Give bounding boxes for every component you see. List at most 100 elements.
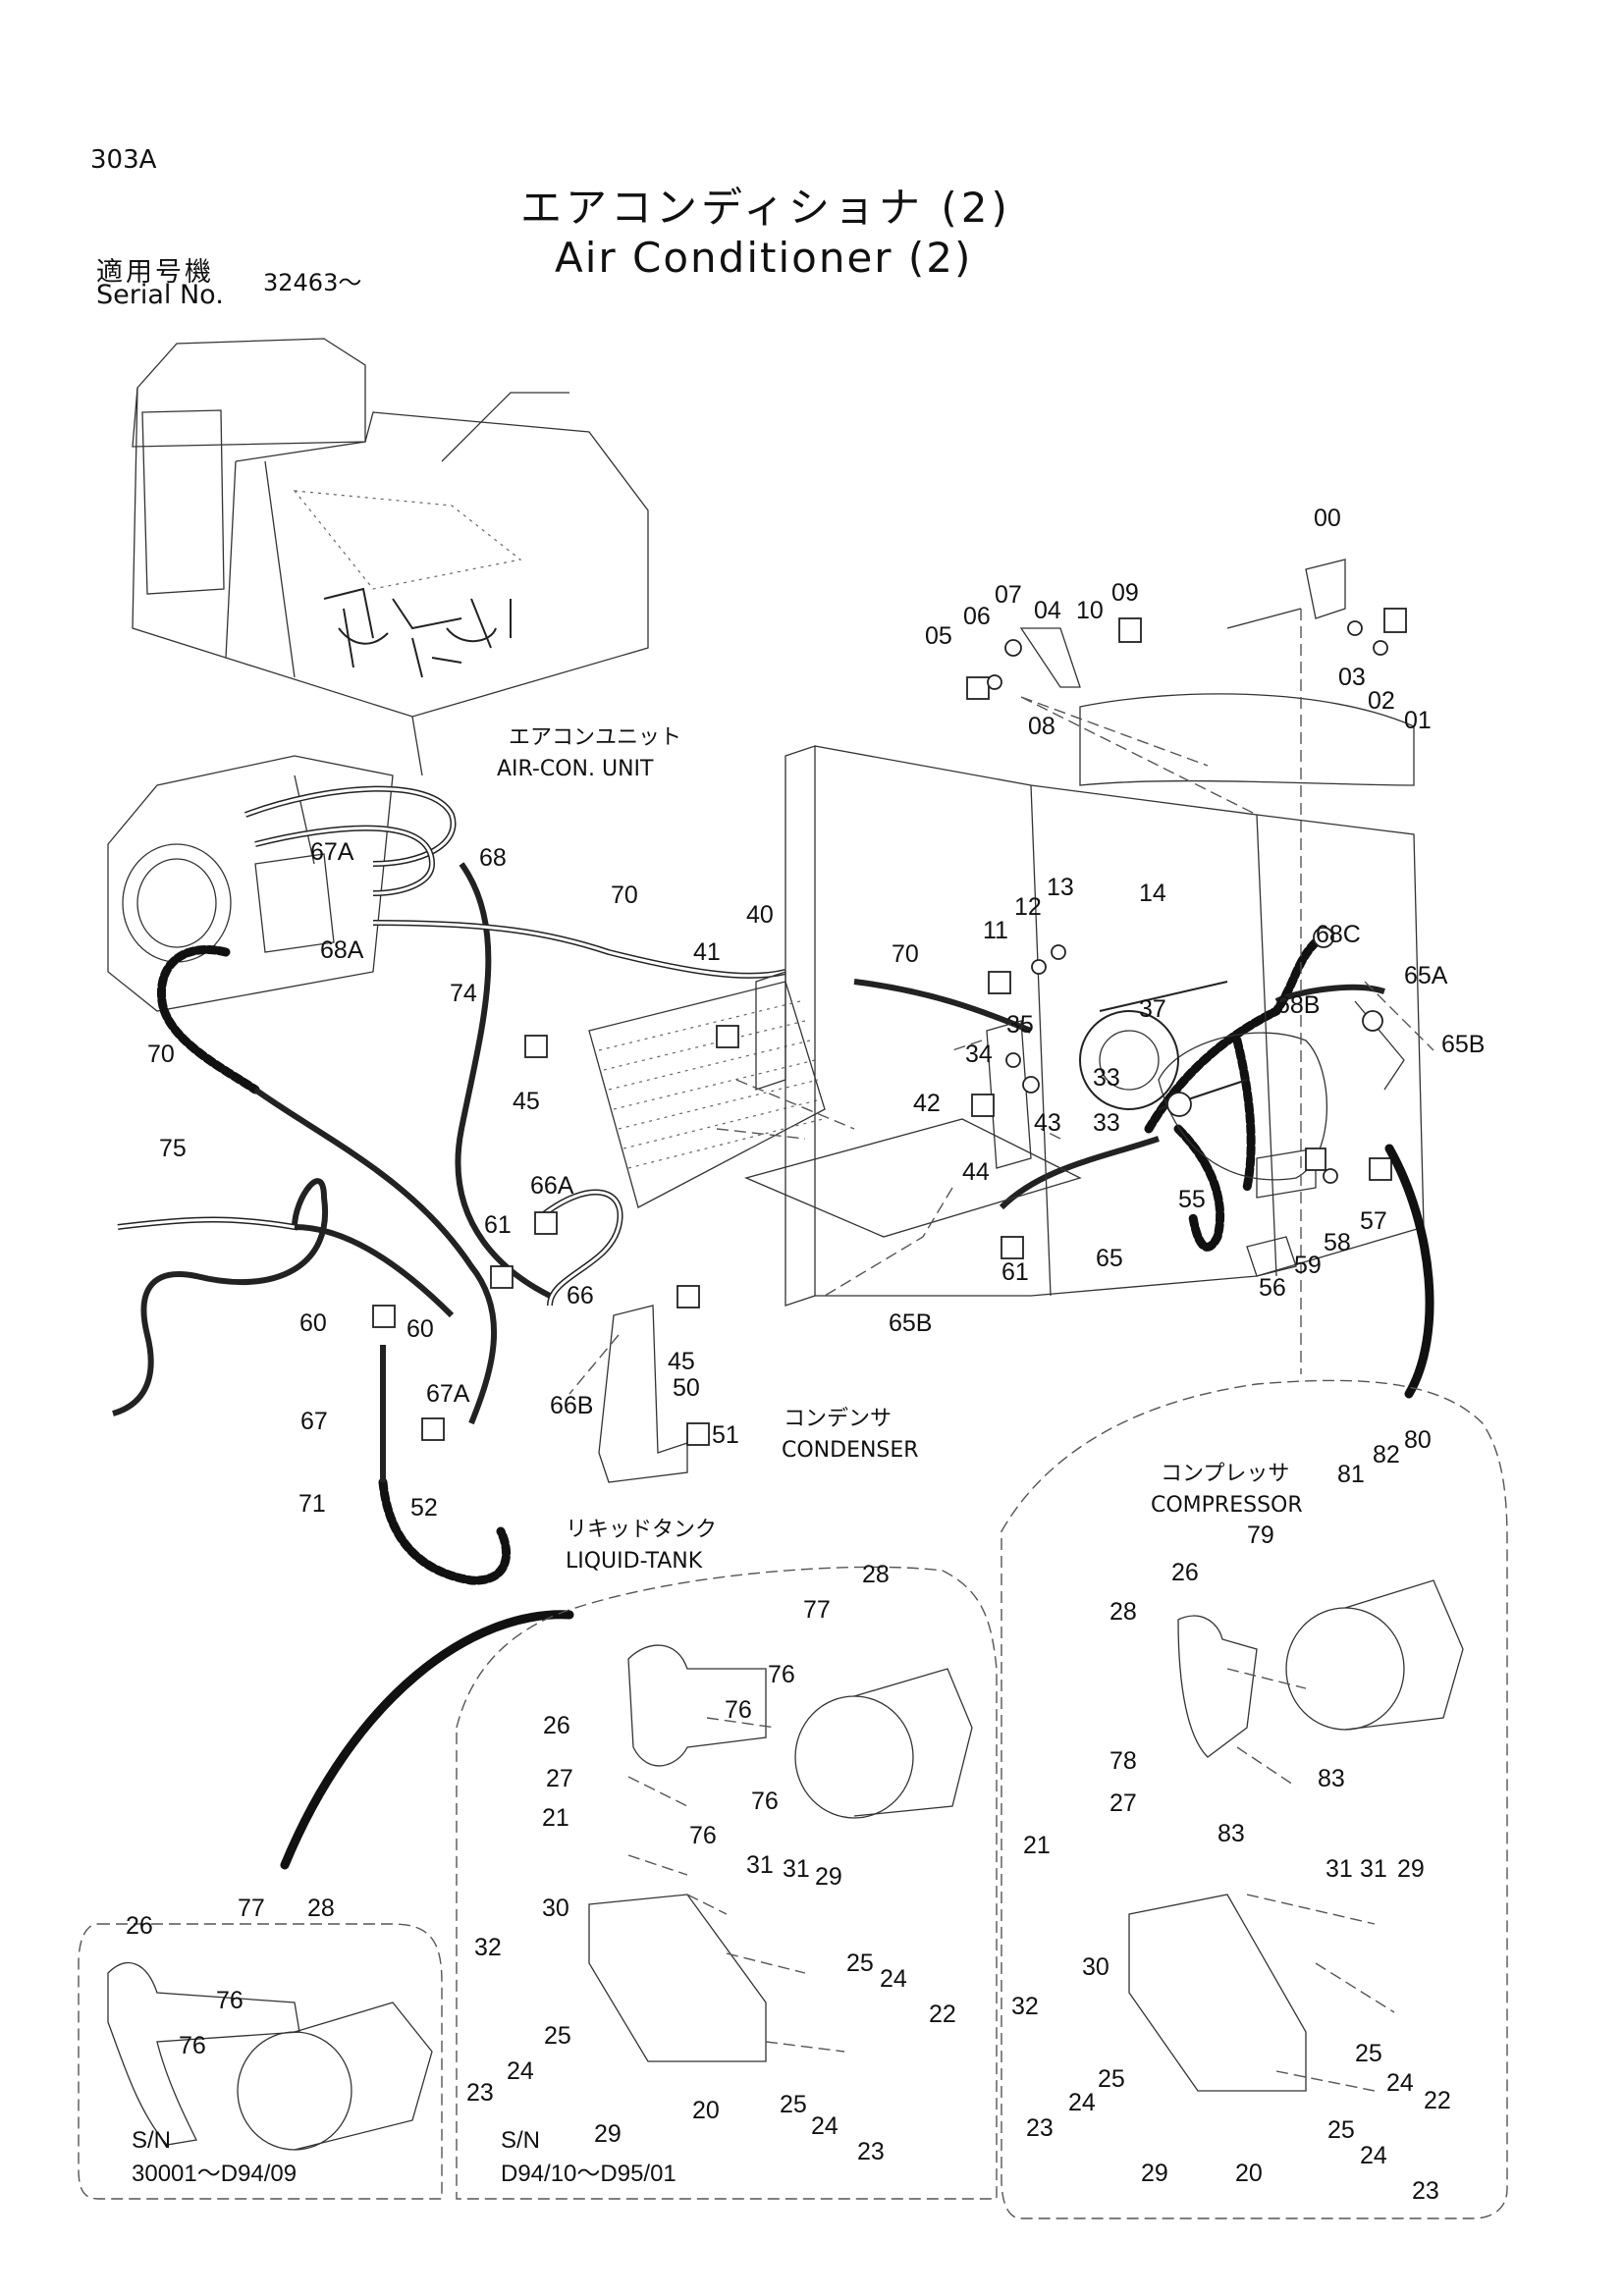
part-label: 26 [126, 1912, 153, 1940]
part-label: 24 [811, 2112, 839, 2140]
part-label: 06 [963, 603, 991, 630]
part-label: 60 [406, 1315, 434, 1343]
part-label: 33 [1093, 1109, 1120, 1137]
part-label: 71 [298, 1490, 326, 1518]
part-label: 35 [1006, 1011, 1034, 1039]
part-label: 32 [1011, 1993, 1039, 2020]
part-label: 70 [147, 1041, 175, 1068]
part-label: 37 [1139, 995, 1166, 1023]
part-label: 80 [1404, 1426, 1432, 1454]
part-number-labels: 00 01 02 03 04 05 06 07 08 09 10 11 12 1… [126, 505, 1485, 2205]
part-label: 26 [1171, 1559, 1199, 1586]
part-label: 34 [965, 1041, 993, 1068]
part-label: 24 [1360, 2142, 1387, 2169]
part-label: 77 [803, 1596, 831, 1624]
part-label: 76 [689, 1822, 717, 1849]
part-label: 31 [1325, 1855, 1353, 1883]
part-label: 65B [1441, 1031, 1485, 1058]
serial-label-english: Serial No. [96, 280, 224, 310]
part-label: 68 [479, 844, 507, 872]
part-label: 22 [929, 2001, 956, 2028]
part-label: 25 [1327, 2116, 1355, 2144]
excavator-outline [132, 338, 649, 776]
part-label: 56 [1259, 1274, 1286, 1302]
component-callouts: エアコンユニット AIR-CON. UNIT コンデンサ CONDENSER リ… [497, 725, 1303, 1574]
part-label: 76 [216, 1987, 243, 2014]
part-label: 67 [300, 1408, 328, 1435]
part-label: 28 [862, 1561, 890, 1588]
part-label: 20 [1235, 2160, 1263, 2187]
part-label: 14 [1139, 880, 1166, 907]
callout-compressor-en: COMPRESSOR [1151, 1493, 1303, 1518]
inset-left-sn-label: S/N [132, 2127, 171, 2154]
part-label: 30 [542, 1895, 569, 1922]
part-label: 20 [692, 2097, 720, 2124]
part-label: 23 [1412, 2177, 1439, 2205]
part-label: 83 [1217, 1820, 1245, 1847]
serial-label-japanese: 適用号機 [96, 257, 214, 288]
part-label: 70 [892, 940, 919, 968]
part-label: 51 [712, 1421, 739, 1449]
part-label: 68A [320, 936, 364, 964]
callout-liquid-tank-en: LIQUID-TANK [566, 1549, 703, 1574]
part-label: 60 [299, 1309, 327, 1337]
part-label: 11 [983, 917, 1008, 944]
part-label: 31 [746, 1851, 774, 1879]
part-label: 24 [507, 2057, 534, 2085]
part-label: 22 [1424, 2087, 1451, 2114]
part-label: 76 [768, 1661, 795, 1688]
part-label: 65B [889, 1309, 932, 1337]
part-label: 65 [1096, 1245, 1123, 1272]
part-label: 41 [693, 938, 721, 966]
part-label: 28 [1109, 1598, 1137, 1626]
part-label: 76 [179, 2032, 206, 2059]
part-label: 67A [426, 1380, 470, 1408]
part-label: 61 [484, 1211, 512, 1239]
part-label: 52 [410, 1494, 438, 1522]
part-label: 24 [1386, 2069, 1414, 2097]
part-label: 44 [962, 1158, 990, 1186]
part-label: 81 [1337, 1461, 1365, 1488]
fastener-glyphs [372, 608, 1407, 1446]
part-label: 10 [1076, 597, 1104, 624]
part-label: 55 [1178, 1186, 1206, 1213]
part-label: 28 [307, 1895, 335, 1922]
part-label: 24 [880, 1965, 907, 1993]
callout-condenser-en: CONDENSER [782, 1438, 919, 1463]
part-label: 66B [550, 1392, 593, 1419]
serial-number-value: 32463～ [263, 269, 362, 296]
part-label: 00 [1314, 505, 1341, 532]
part-label: 31 [1360, 1855, 1387, 1883]
inset-left-content [107, 1962, 433, 2151]
inset-middle-content [588, 1644, 973, 2062]
part-label: 26 [543, 1712, 570, 1739]
part-label: 70 [611, 881, 638, 909]
part-label: 45 [668, 1348, 695, 1375]
part-label: 33 [1093, 1064, 1120, 1092]
page-title-japanese: エアコンディショナ (2) [520, 184, 1011, 232]
part-label: 07 [995, 581, 1022, 609]
inset-left-sn-range: 30001～D94/09 [132, 2161, 297, 2187]
part-label: 32 [474, 1934, 502, 1961]
part-label: 05 [925, 622, 952, 650]
callout-air-con-unit-en: AIR-CON. UNIT [497, 757, 654, 781]
callout-condenser-jp: コンデンサ [784, 1407, 892, 1431]
inset-middle-sn-range: D94/10～D95/01 [501, 2161, 676, 2187]
part-label: 21 [542, 1804, 569, 1832]
part-label: 27 [1109, 1789, 1137, 1817]
part-label: 68B [1276, 991, 1320, 1019]
part-label: 61 [1001, 1258, 1029, 1286]
part-label: 29 [1141, 2160, 1168, 2187]
page-title-english: Air Conditioner (2) [555, 234, 973, 282]
part-label: 67A [310, 838, 354, 866]
part-label: 50 [673, 1374, 700, 1402]
part-label: 30 [1082, 1953, 1109, 1981]
part-label: 04 [1034, 597, 1061, 624]
part-label: 01 [1404, 707, 1432, 734]
inset-right-content [1128, 1579, 1464, 2092]
part-label: 42 [913, 1090, 941, 1117]
part-label: 09 [1111, 579, 1139, 607]
part-label: 59 [1294, 1252, 1322, 1279]
part-label: 40 [746, 901, 774, 929]
